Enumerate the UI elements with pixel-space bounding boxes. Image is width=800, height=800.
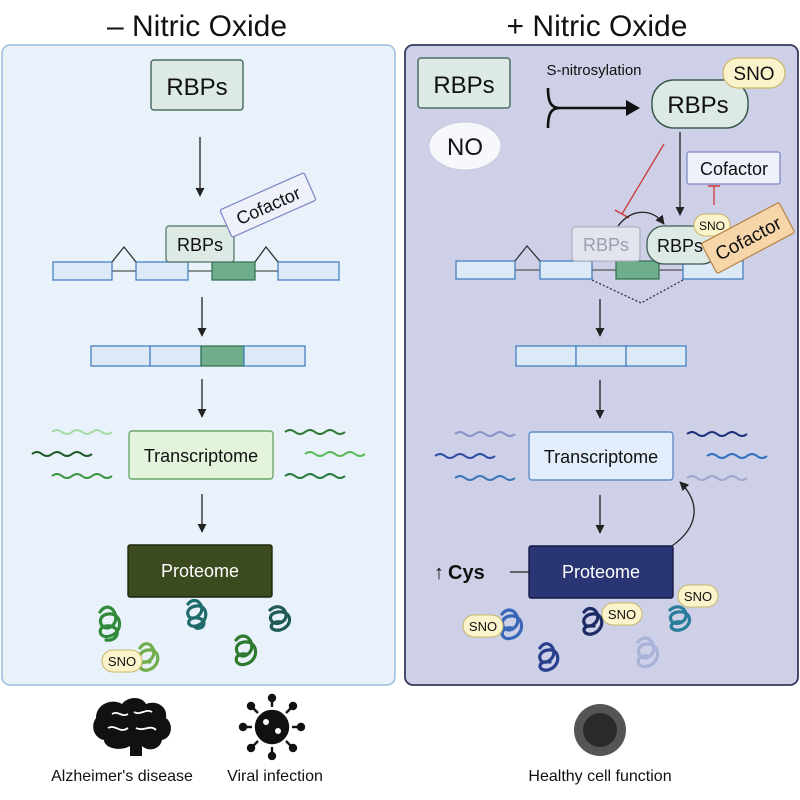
sno-label: SNO bbox=[684, 589, 712, 604]
virus-icon bbox=[238, 693, 306, 761]
sno-badge-label: SNO bbox=[733, 64, 774, 85]
brain-icon bbox=[93, 698, 171, 756]
exon bbox=[455, 260, 516, 280]
cofactor-label: Cofactor bbox=[700, 159, 768, 179]
right-panel-title: + Nitric Oxide bbox=[507, 10, 688, 43]
exon bbox=[539, 260, 593, 280]
alzheimers-label: Alzheimer's disease bbox=[51, 768, 193, 785]
mature-mrna bbox=[515, 345, 687, 367]
inhibition-line bbox=[621, 143, 665, 215]
sno-badge bbox=[462, 614, 504, 638]
displacement-arrow bbox=[617, 211, 665, 227]
exon bbox=[52, 261, 113, 281]
sno-badge bbox=[601, 602, 643, 626]
sno-rbps-label: RBPs bbox=[667, 92, 728, 119]
healthy-cell-label: Healthy cell function bbox=[528, 768, 671, 785]
splice-junction bbox=[111, 245, 137, 263]
sno-label: SNO bbox=[469, 619, 497, 634]
rbps-label: RBPs bbox=[166, 74, 227, 101]
left-panel-title: – Nitric Oxide bbox=[107, 10, 287, 43]
transcriptome-box bbox=[128, 430, 274, 480]
cys-label: Cys bbox=[448, 562, 485, 584]
faded-rbps-box bbox=[571, 226, 641, 262]
up-arrow-glyph: ↑ bbox=[434, 562, 444, 584]
exon bbox=[277, 261, 340, 281]
s-nitrosylation-arrow bbox=[546, 87, 626, 129]
protein-squiggles bbox=[98, 598, 292, 672]
transcriptome-label: Transcriptome bbox=[544, 447, 658, 467]
mature-mrna bbox=[90, 345, 306, 367]
healthy-cell-icon bbox=[574, 704, 626, 756]
cofactor-box bbox=[686, 151, 781, 185]
sno-small-badge bbox=[693, 213, 731, 237]
viral-infection-label: Viral infection bbox=[227, 768, 323, 785]
protein-squiggles bbox=[500, 605, 692, 672]
splice-junction bbox=[254, 245, 279, 263]
alternative-exon bbox=[211, 261, 256, 281]
s-nitrosylation-label: S-nitrosylation bbox=[546, 62, 641, 79]
transcript-wiggles bbox=[31, 429, 366, 479]
left-panel: – Nitric Oxide RBPs RBPs Cofactor bbox=[1, 10, 396, 686]
rbps-box bbox=[417, 57, 511, 109]
proteome-label: Proteome bbox=[562, 562, 640, 582]
faded-rbps-label: RBPs bbox=[583, 235, 629, 255]
sno-rbps-box bbox=[651, 79, 749, 129]
feedback-arrow bbox=[671, 481, 695, 547]
sno-label: SNO bbox=[108, 654, 136, 669]
rbps-box bbox=[150, 59, 244, 111]
proteome-label: Proteome bbox=[161, 561, 239, 581]
rbps-label: RBPs bbox=[433, 72, 494, 99]
pre-mrna bbox=[455, 244, 744, 304]
transcriptome-label: Transcriptome bbox=[144, 446, 258, 466]
pre-mrna bbox=[52, 245, 340, 281]
alternative-exon bbox=[615, 260, 660, 280]
proteome-box bbox=[127, 544, 273, 598]
exon bbox=[135, 261, 189, 281]
bound-rbps-box bbox=[165, 225, 235, 263]
sno-badge bbox=[722, 57, 786, 89]
no-label: NO bbox=[447, 134, 483, 161]
transcript-wiggles bbox=[434, 431, 768, 481]
sno-badge bbox=[677, 584, 719, 608]
sno-badge bbox=[101, 649, 143, 673]
sno-small-label: SNO bbox=[699, 219, 725, 233]
right-panel: + Nitric Oxide RBPs NO S-nitrosylation R… bbox=[404, 10, 799, 686]
sno-label: SNO bbox=[608, 607, 636, 622]
bound-rbps-label: RBPs bbox=[177, 235, 223, 255]
bound-rbps-label: RBPs bbox=[657, 236, 703, 256]
transcriptome-box bbox=[528, 431, 674, 481]
no-molecule bbox=[428, 121, 502, 171]
splice-junction bbox=[514, 244, 541, 262]
